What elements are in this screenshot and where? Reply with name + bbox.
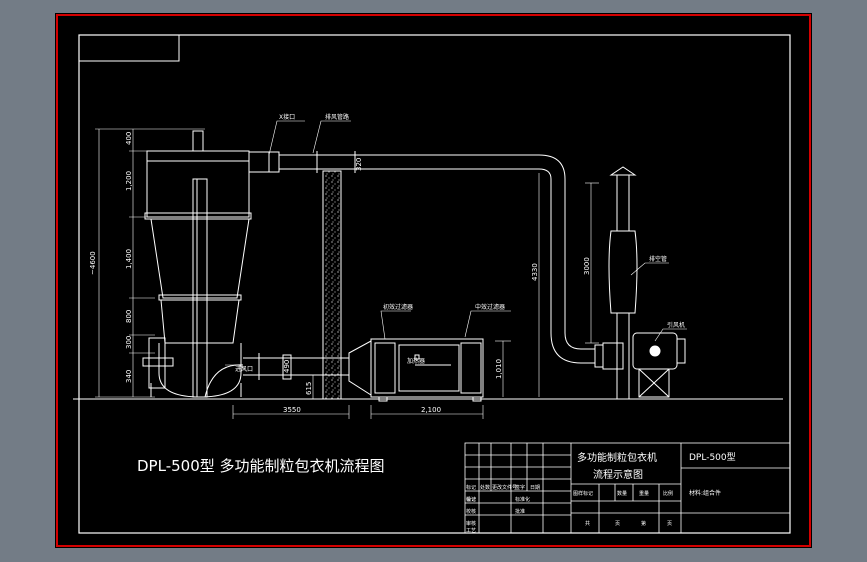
tb-sheet-0: 共 xyxy=(585,520,590,527)
granulator-unit xyxy=(142,130,252,398)
tb-stage-2: 重量 xyxy=(639,490,649,497)
dim-800: 800 xyxy=(125,310,133,323)
tb-row-3: 审核 xyxy=(466,520,476,527)
dim-1200: 1,200 xyxy=(125,171,133,191)
tb-drawing-name-2: 流程示意图 xyxy=(593,468,643,481)
tb-header-2: 更改文件号 xyxy=(492,484,517,491)
dim-490: 490 xyxy=(283,360,291,373)
tb-mid-0: 标准化 xyxy=(515,496,530,503)
exhaust-stack xyxy=(608,166,638,400)
dim-total: ~4600 xyxy=(89,251,97,275)
callout-chimney: 排空管 xyxy=(649,255,667,263)
heater-box xyxy=(348,338,484,402)
tb-stage-1: 数量 xyxy=(617,490,627,497)
title-block xyxy=(464,442,791,534)
exhaust-duct xyxy=(248,151,604,368)
dim-340: 340 xyxy=(125,370,133,383)
tb-stage-0: 图样标记 xyxy=(573,490,593,497)
callout-texts: X接口 排风管路 初效过滤器 中效过滤器 排空管 引风机 进风口 加热器 xyxy=(235,113,685,373)
code-box xyxy=(78,34,180,62)
callout-heater: 加热器 xyxy=(407,357,425,365)
callout-fan: 引风机 xyxy=(667,321,685,329)
dim-400: 400 xyxy=(125,132,133,145)
dim-4330: 4330 xyxy=(531,263,539,281)
dim-2100: 2,100 xyxy=(421,406,441,414)
dim-1010: 1,010 xyxy=(495,359,503,379)
tb-material: 材料:组合件 xyxy=(689,489,721,497)
main-title: DPL-500型 多功能制粒包衣机流程图 xyxy=(137,457,385,475)
callout-leaders xyxy=(225,120,687,370)
tb-stage-3: 比例 xyxy=(663,490,673,497)
sheet-border-red xyxy=(56,14,811,547)
dim-3550: 3550 xyxy=(283,406,301,414)
tb-header-4: 日期 xyxy=(530,485,540,491)
tb-drawing-name-1: 多功能制粒包衣机 xyxy=(577,451,657,464)
dim-615: 615 xyxy=(305,382,313,395)
dimension-lines xyxy=(95,128,599,419)
tb-row-2: 校核 xyxy=(466,508,476,515)
callout-inlet: X接口 xyxy=(279,113,295,121)
callout-duct: 排风管路 xyxy=(325,113,349,121)
drawing-frame xyxy=(78,34,791,534)
support-column xyxy=(322,170,342,400)
fan-unit xyxy=(602,332,686,398)
tb-header-1: 处数 xyxy=(480,484,490,491)
drawing-viewport: ~4600 400 1,200 1,400 800 300 340 320 43… xyxy=(55,13,812,548)
callout-filter2: 中效过滤器 xyxy=(475,303,505,311)
dim-300: 300 xyxy=(125,336,133,349)
tb-row-4: 工艺 xyxy=(466,528,476,534)
callout-filter1: 初效过滤器 xyxy=(383,303,413,311)
tb-sheet-3: 页 xyxy=(667,521,672,527)
tb-mid-1: 批准 xyxy=(515,508,525,515)
tb-sheet-2: 第 xyxy=(641,520,646,527)
dim-3000: 3000 xyxy=(583,257,591,275)
dimension-texts: ~4600 400 1,200 1,400 800 300 340 320 43… xyxy=(89,132,591,414)
dim-1400: 1,400 xyxy=(125,249,133,269)
tb-sheet-1: 页 xyxy=(615,521,620,527)
dim-320: 320 xyxy=(355,158,363,171)
tb-row-0: 标记 xyxy=(466,496,476,503)
title-block-texts: 多功能制粒包衣机 流程示意图 DPL-500型 材料:组合件 标记 处数 更改文… xyxy=(466,451,736,534)
tb-row-1: 设计 xyxy=(466,496,476,503)
tb-model: DPL-500型 xyxy=(689,452,736,463)
tb-header-0: 标记 xyxy=(466,484,476,491)
tb-header-3: 签字 xyxy=(515,484,525,491)
cad-drawing: ~4600 400 1,200 1,400 800 300 340 320 43… xyxy=(56,14,811,547)
callout-inlet-air: 进风口 xyxy=(235,365,253,373)
